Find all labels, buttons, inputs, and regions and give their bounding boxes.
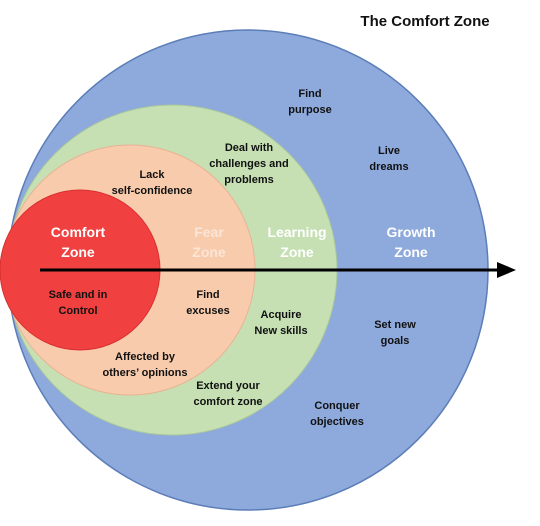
svg-text:Learning: Learning	[267, 224, 326, 240]
svg-text:Zone: Zone	[280, 244, 314, 260]
svg-text:purpose: purpose	[288, 104, 331, 116]
diagram-title: The Comfort Zone	[360, 13, 489, 30]
svg-text:New skills: New skills	[254, 325, 307, 337]
svg-text:Acquire: Acquire	[261, 309, 302, 321]
note-extend-comfort-zone: Extend your comfort zone	[193, 380, 262, 408]
note-find-purpose: Find purpose	[288, 88, 331, 116]
note-acquire-new-skills: Acquire New skills	[254, 309, 307, 337]
svg-text:Extend your: Extend your	[196, 380, 260, 392]
svg-text:goals: goals	[381, 335, 410, 347]
note-set-new-goals: Set new goals	[374, 319, 416, 347]
svg-text:Safe and in: Safe and in	[49, 289, 108, 301]
svg-text:objectives: objectives	[310, 416, 364, 428]
svg-text:Fear: Fear	[194, 224, 224, 240]
svg-text:comfort zone: comfort zone	[193, 396, 262, 408]
svg-text:excuses: excuses	[186, 305, 229, 317]
svg-text:Growth: Growth	[387, 224, 436, 240]
svg-text:problems: problems	[224, 174, 274, 186]
fear-zone-label: Fear Zone	[192, 224, 226, 260]
note-conquer-objectives: Conquer objectives	[310, 400, 364, 428]
svg-text:Zone: Zone	[394, 244, 428, 260]
svg-text:Set new: Set new	[374, 319, 416, 331]
svg-text:Zone: Zone	[192, 244, 226, 260]
note-lack-self-confidence: Lack self-confidence	[112, 169, 193, 197]
note-find-excuses: Find excuses	[186, 289, 229, 317]
svg-text:Zone: Zone	[61, 244, 95, 260]
svg-text:self-confidence: self-confidence	[112, 185, 193, 197]
svg-text:Lack: Lack	[139, 169, 165, 181]
svg-text:dreams: dreams	[369, 161, 408, 173]
note-affected-by-opinions: Affected by others’ opinions	[103, 351, 188, 379]
note-safe-in-control: Safe and in Control	[49, 289, 108, 317]
svg-text:Affected by: Affected by	[115, 351, 176, 363]
svg-text:challenges and: challenges and	[209, 158, 288, 170]
comfort-zone-label: Comfort Zone	[51, 224, 106, 260]
svg-text:Live: Live	[378, 145, 400, 157]
svg-text:Find: Find	[298, 88, 321, 100]
note-deal-with-challenges: Deal with challenges and problems	[209, 142, 288, 186]
svg-text:Find: Find	[196, 289, 219, 301]
svg-text:Deal with: Deal with	[225, 142, 274, 154]
growth-zone-label: Growth Zone	[387, 224, 436, 260]
svg-text:Conquer: Conquer	[314, 400, 360, 412]
svg-text:Comfort: Comfort	[51, 224, 106, 240]
note-live-dreams: Live dreams	[369, 145, 408, 173]
svg-text:Control: Control	[58, 305, 97, 317]
svg-text:others’ opinions: others’ opinions	[103, 367, 188, 379]
progress-arrow-head	[497, 262, 516, 278]
learning-zone-label: Learning Zone	[267, 224, 326, 260]
